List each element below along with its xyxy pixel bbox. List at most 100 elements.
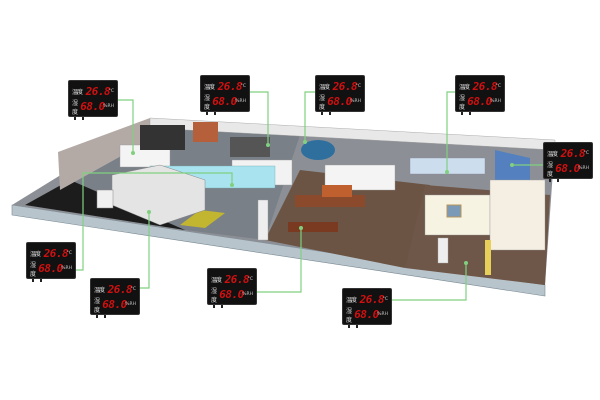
hum-label: 湿度 [94,297,100,314]
hum-value: 68.0 [102,298,127,311]
temp-label: 温度 [319,84,330,91]
mount-legs [549,179,559,182]
hum-unit: %RH [125,302,136,307]
temp-value: 26.8 [43,247,69,260]
hum-label: 湿度 [72,99,78,116]
mount-legs [321,112,331,115]
temp-label: 温度 [30,251,41,258]
office-floor [265,170,430,268]
temp-label: 温度 [547,151,558,158]
temp-unit: °C [355,84,361,89]
hum-value: 68.0 [327,95,352,108]
hum-value: 68.0 [219,288,244,301]
machines [230,137,270,157]
boxes [193,122,218,142]
temp-unit: °C [247,277,253,282]
connector-line [140,212,150,289]
temp-value: 26.8 [472,80,498,93]
temp-value: 26.8 [107,283,133,296]
hum-label: 湿度 [319,94,325,111]
hum-label: 湿度 [30,261,36,278]
temp-unit: °C [66,251,72,256]
hum-label: 湿度 [346,307,352,324]
temp-unit: °C [108,89,114,94]
hum-unit: %RH [235,99,246,104]
hum-unit: %RH [490,99,501,104]
connector-line [76,172,233,271]
connector-line [392,263,467,301]
left-wall [58,118,150,190]
temp-label: 温度 [72,89,83,96]
temp-label: 温度 [204,84,215,91]
temp-unit: °C [240,84,246,89]
painting [446,204,462,218]
connector-line [257,228,302,293]
mount-legs [96,315,106,318]
temp-value: 26.8 [560,147,586,160]
mount-legs [74,117,84,120]
mount-legs [348,325,358,328]
hum-unit: %RH [578,166,589,171]
hum-unit: %RH [61,266,72,271]
temp-label: 温度 [94,287,105,294]
temp-unit: °C [583,151,589,156]
hum-label: 湿度 [547,161,553,178]
hum-label: 湿度 [211,287,217,304]
hum-label: 湿度 [459,94,465,111]
warehouse-left-wall [257,199,269,241]
sensor-points [131,140,514,265]
tank [301,140,335,160]
mount-legs [206,112,216,115]
temp-unit: °C [495,84,501,89]
connector-line [118,99,134,153]
hum-value: 68.0 [555,162,580,175]
temp-value: 26.8 [224,273,250,286]
connector-line [250,91,269,145]
cold-storage-shelves [140,125,185,150]
hum-label: 湿度 [204,94,210,111]
hum-unit: %RH [103,104,114,109]
truck-cab [96,189,114,209]
loading-mark [180,210,225,228]
connector-line [446,91,455,172]
mount-legs [461,112,471,115]
totem [485,240,491,275]
temp-value: 26.8 [85,85,111,98]
connector-line [304,91,315,142]
connector-lines [76,91,543,301]
fossil-wall [489,179,546,251]
hum-value: 68.0 [212,95,237,108]
temp-value: 26.8 [217,80,243,93]
hum-unit: %RH [350,99,361,104]
temp-unit: °C [382,297,388,302]
temp-value: 26.8 [359,293,385,306]
reception-desk [295,195,365,207]
statue [437,237,449,264]
temp-label: 温度 [459,84,470,91]
hum-unit: %RH [377,312,388,317]
cabinet [322,185,352,197]
hum-value: 68.0 [38,262,63,275]
temp-unit: °C [130,287,136,292]
